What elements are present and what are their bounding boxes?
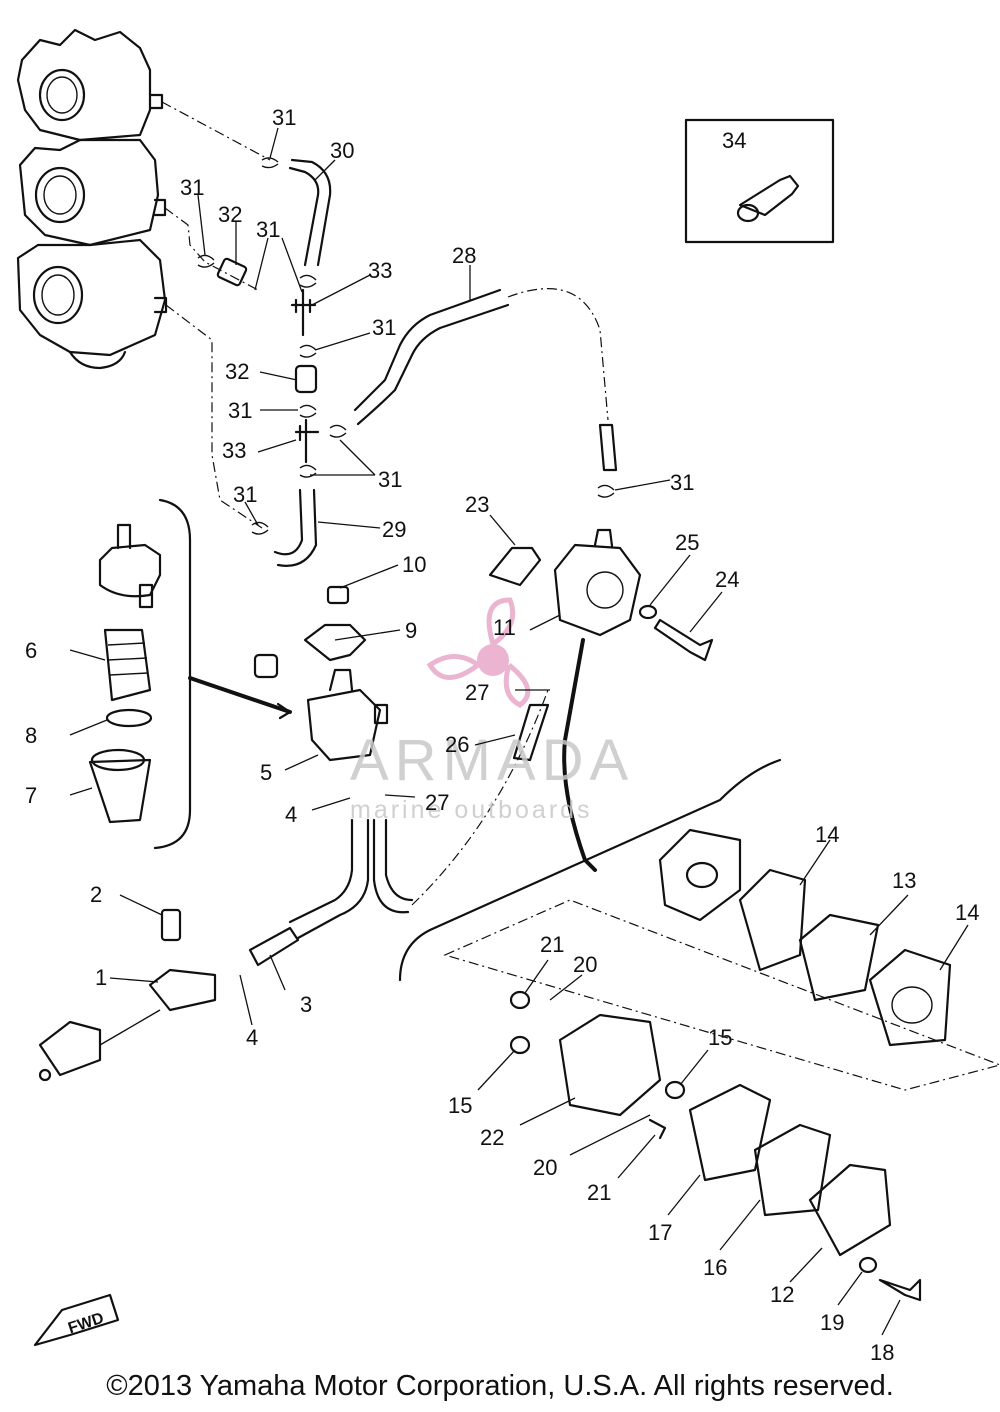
callout-15b: 15 bbox=[708, 1025, 732, 1050]
fwd-label: FWD bbox=[66, 1310, 106, 1337]
callout-26: 26 bbox=[445, 732, 469, 757]
carburetor-assembly bbox=[16, 28, 168, 370]
callout-33b: 33 bbox=[222, 438, 246, 463]
carb-hose-circuit bbox=[161, 101, 618, 567]
fuel-pump-assembly bbox=[488, 528, 714, 872]
part-34-inset bbox=[684, 118, 835, 244]
callout-10: 10 bbox=[402, 552, 426, 577]
pump-exploded-view bbox=[398, 758, 1000, 1302]
callout-12: 12 bbox=[770, 1282, 794, 1307]
callout-31c: 31 bbox=[256, 217, 280, 242]
callout-9: 9 bbox=[405, 618, 417, 643]
callout-24: 24 bbox=[715, 567, 739, 592]
leader-lines bbox=[69, 127, 969, 1336]
callout-14b: 14 bbox=[955, 900, 979, 925]
callout-27: 27 bbox=[465, 680, 489, 705]
callout-31g: 31 bbox=[233, 482, 257, 507]
callout-16: 16 bbox=[703, 1255, 727, 1280]
callout-1: 1 bbox=[95, 965, 107, 990]
callout-11: 11 bbox=[493, 615, 516, 640]
callout-19: 19 bbox=[820, 1310, 844, 1335]
fwd-arrow-icon: FWD bbox=[33, 1293, 120, 1347]
callout-15: 15 bbox=[448, 1093, 472, 1118]
callout-2: 2 bbox=[90, 882, 102, 907]
fuel-filter-assembly bbox=[253, 585, 389, 762]
callout-30: 30 bbox=[330, 138, 354, 163]
callout-4: 4 bbox=[285, 802, 297, 827]
watermark-logo-icon bbox=[477, 644, 509, 676]
callout-31d: 31 bbox=[372, 315, 396, 340]
callout-32b: 32 bbox=[225, 359, 249, 384]
callout-13: 13 bbox=[892, 868, 916, 893]
fuel-joint-assembly bbox=[38, 908, 217, 1082]
callout-22: 22 bbox=[480, 1125, 504, 1150]
watermark-tagline: marine outboards bbox=[350, 796, 593, 824]
callout-7: 7 bbox=[25, 783, 37, 808]
callout-4b: 4 bbox=[246, 1025, 258, 1050]
callout-14: 14 bbox=[815, 822, 839, 847]
callout-18: 18 bbox=[870, 1340, 894, 1365]
copyright-notice: ©2013 Yamaha Motor Corporation, U.S.A. A… bbox=[106, 1370, 894, 1402]
lower-hoses bbox=[248, 689, 550, 967]
callout-32a: 32 bbox=[218, 202, 242, 227]
callout-31h: 31 bbox=[670, 470, 694, 495]
callout-31a: 31 bbox=[272, 105, 296, 130]
callout-5: 5 bbox=[260, 760, 272, 785]
watermark-brand: ARMADA bbox=[350, 728, 634, 793]
filter-element-detail bbox=[88, 498, 292, 850]
callout-27b: 27 bbox=[425, 790, 449, 815]
callout-20: 20 bbox=[573, 952, 597, 977]
callout-20b: 20 bbox=[533, 1155, 557, 1180]
callout-6: 6 bbox=[25, 638, 37, 663]
callout-17: 17 bbox=[648, 1220, 672, 1245]
callout-28: 28 bbox=[452, 243, 476, 268]
callout-21b: 21 bbox=[587, 1180, 611, 1205]
callout-34: 34 bbox=[722, 128, 746, 153]
callout-31f: 31 bbox=[378, 467, 402, 492]
callout-numbers: 1 2 3 4 4 5 6 7 8 9 10 11 12 13 14 14 15… bbox=[25, 105, 979, 1365]
callout-23: 23 bbox=[465, 492, 489, 517]
armada-watermark: ARMADA marine outboards bbox=[350, 597, 634, 824]
callout-25: 25 bbox=[675, 530, 699, 555]
callout-21: 21 bbox=[540, 932, 564, 957]
callout-33a: 33 bbox=[368, 258, 392, 283]
callout-31b: 31 bbox=[180, 175, 204, 200]
callout-31e: 31 bbox=[228, 398, 252, 423]
callout-8: 8 bbox=[25, 723, 37, 748]
callout-29: 29 bbox=[382, 517, 406, 542]
callout-3: 3 bbox=[300, 992, 312, 1017]
